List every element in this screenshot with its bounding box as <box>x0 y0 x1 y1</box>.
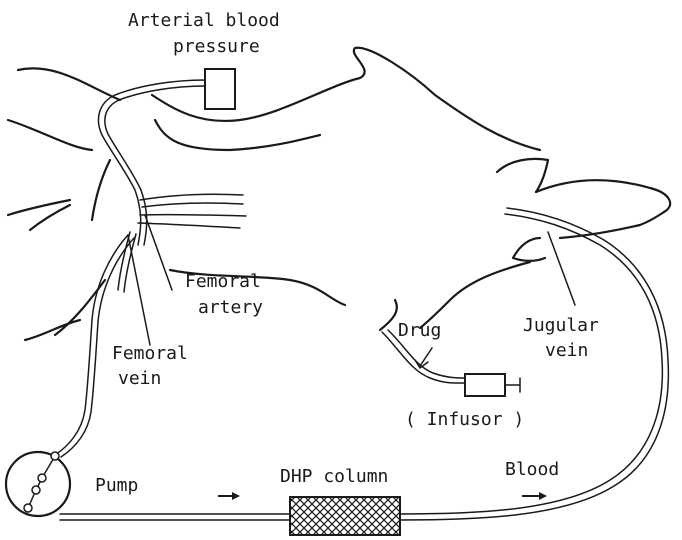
label-arterial-bp-line1: Arterial blood <box>128 10 280 31</box>
label-femoral-artery-line1: Femoral <box>185 271 261 292</box>
femoral-vessel-4 <box>138 223 240 228</box>
flow-arrow-pump <box>218 492 240 500</box>
label-femoral-vein-line2: vein <box>118 368 161 389</box>
label-blood: Blood <box>505 459 559 480</box>
rat-ear-inner <box>513 238 545 261</box>
femoral-vein-pointer <box>128 235 150 345</box>
rat-hind-foot-1 <box>8 200 70 215</box>
flow-arrow-blood <box>522 492 547 500</box>
rat-tail-lower <box>8 120 92 150</box>
rat-forelimb-lower <box>380 300 397 330</box>
pressure-transducer <box>205 69 235 109</box>
label-femoral-artery-line2: artery <box>198 297 263 318</box>
label-femoral-vein-line1: Femoral <box>112 343 188 364</box>
pump-roller-4 <box>24 504 32 512</box>
arterial-line-inner <box>105 86 205 245</box>
infusor-syringe <box>465 374 520 396</box>
femoral-vessel-2 <box>142 203 243 207</box>
dhp-column-cartridge <box>290 497 400 535</box>
femoral-artery-pointer <box>145 215 172 290</box>
syringe-barrel <box>465 374 505 396</box>
rat-snout <box>560 212 664 238</box>
pump-housing <box>6 452 70 516</box>
femoral-vessel-1 <box>140 194 243 200</box>
syringe-plunger <box>505 378 520 392</box>
label-dhp-column: DHP column <box>280 466 388 487</box>
pump-roller-3 <box>32 486 40 494</box>
rat-ear <box>497 159 548 192</box>
label-infusor: ( Infusor ) <box>405 409 524 430</box>
label-jugular-line1: Jugular <box>523 315 599 336</box>
pump-roller-2 <box>38 474 46 482</box>
jugular-pointer <box>548 232 575 305</box>
label-jugular-line2: vein <box>545 340 588 361</box>
pump-roller-1 <box>51 452 59 460</box>
rat-hind-foot-2 <box>30 205 70 230</box>
arterial-line-outer <box>98 80 205 245</box>
rat-flank <box>92 160 110 220</box>
tubing <box>55 80 668 520</box>
label-arterial-bp-line2: pressure <box>173 36 260 57</box>
rat-back-curve <box>155 120 320 150</box>
label-drug: Drug <box>398 320 441 341</box>
rat-hind-foot-3 <box>25 320 80 340</box>
femoral-vessel-3 <box>140 215 246 216</box>
rat-tail-upper <box>18 68 120 100</box>
rat-forelimb <box>420 262 530 328</box>
rat-head-top <box>536 180 670 212</box>
label-pump: Pump <box>95 475 138 496</box>
pump <box>6 452 70 516</box>
rat-outline <box>8 48 670 340</box>
